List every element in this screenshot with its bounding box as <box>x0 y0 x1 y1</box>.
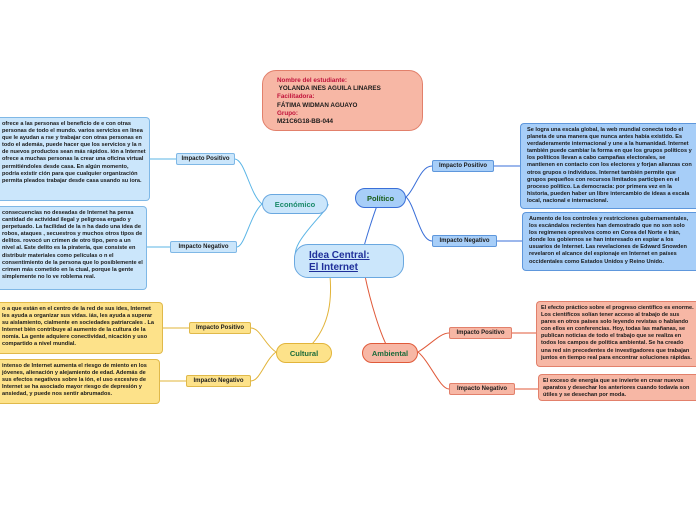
politico-positivo-label[interactable]: Impacto Positivo <box>432 160 494 172</box>
connector-ambiental-positivo <box>417 332 450 353</box>
politico-negativo-label[interactable]: Impacto Negativo <box>432 235 497 247</box>
connector-cultural-positivo <box>250 327 277 353</box>
branch-ambiental[interactable]: Ambiental <box>362 343 418 363</box>
ambiental-negativo-label[interactable]: Impacto Negativo <box>449 383 515 395</box>
facilitator-label: Facilitadora: <box>277 93 315 101</box>
politico-positivo-text: Se logra una escala global, la web mundi… <box>520 123 696 209</box>
student-name-value: YOLANDA INES AGUILA LINARES <box>277 85 381 93</box>
group-label: Grupo: <box>277 109 298 117</box>
economico-negativo-text: consecuencias no deseadas de Internet ha… <box>0 206 147 290</box>
connector-ambiental-negativo <box>417 351 450 390</box>
branch-cultural[interactable]: Cultural <box>276 343 332 363</box>
central-idea-node[interactable]: Idea Central: El Internet <box>294 244 404 278</box>
student-info-node[interactable]: Nombre del estudiante: YOLANDA INES AGUI… <box>262 70 423 131</box>
central-idea-label: Idea Central: El Internet <box>309 250 370 273</box>
economico-positivo-text: ofrece a las personas el beneficio de e … <box>0 117 150 201</box>
connector-center-ambiental <box>364 275 391 353</box>
connector-economico-positivo <box>234 158 263 205</box>
cultural-negativo-text: intenso de Internet aumenta el riesgo de… <box>0 359 160 404</box>
ambiental-positivo-text: El efecto práctico sobre el progreso cie… <box>536 301 696 367</box>
connector-center-cultural <box>303 275 332 353</box>
connector-economico-negativo <box>236 203 263 248</box>
politico-negativo-text: Aumento de los controles y restricciones… <box>522 212 696 271</box>
connector-cultural-negativo <box>250 351 277 382</box>
cultural-positivo-text: o a que están en el centro de la red de … <box>0 302 163 354</box>
branch-politico[interactable]: Político <box>355 188 406 208</box>
branch-economico[interactable]: Económico <box>262 194 328 214</box>
economico-positivo-label[interactable]: Impacto Positivo <box>176 153 235 165</box>
connector-politico-positivo <box>405 165 433 198</box>
ambiental-positivo-label[interactable]: Impacto Positivo <box>449 327 512 339</box>
student-name-label: Nombre del estudiante: <box>277 77 347 84</box>
group-value: M21C6G18-BB-044 <box>277 118 333 126</box>
economico-negativo-label[interactable]: Impacto Negativo <box>170 241 237 253</box>
cultural-negativo-label[interactable]: Impacto Negativo <box>186 375 251 387</box>
facilitator-value: FÁTIMA WIDMAN AGUAYO <box>277 101 358 109</box>
cultural-positivo-label[interactable]: Impacto Positivo <box>189 322 251 334</box>
connector-politico-negativo <box>405 196 433 242</box>
ambiental-negativo-text: El exceso de energía que se invierte en … <box>538 374 696 401</box>
